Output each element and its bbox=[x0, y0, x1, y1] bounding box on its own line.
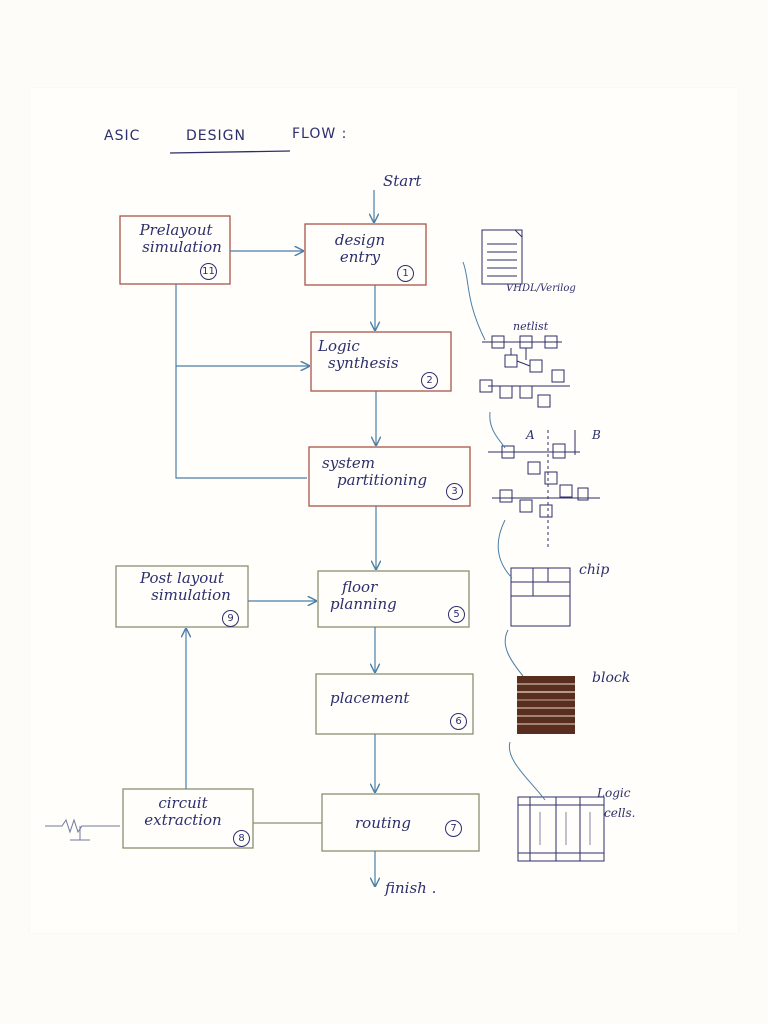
box-system-partitioning bbox=[308, 446, 471, 507]
step-label-line1: Prelayout bbox=[139, 221, 213, 239]
step-label-line2: simulation bbox=[151, 586, 231, 604]
step-label-line1: routing bbox=[355, 814, 411, 832]
step-label-line1: Logic bbox=[318, 337, 360, 355]
step-label-line2: extraction bbox=[144, 811, 222, 829]
step-placement: placement bbox=[330, 690, 450, 707]
step-number-5: 5 bbox=[448, 606, 465, 623]
title-asic: ASIC bbox=[104, 128, 141, 144]
box-postlayout-simulation bbox=[115, 565, 249, 628]
cells-label: cells. bbox=[604, 806, 636, 820]
box-design-entry bbox=[304, 223, 427, 286]
block-layout bbox=[517, 676, 575, 734]
step-number-11: 11 bbox=[200, 263, 217, 280]
partition-schematic bbox=[488, 430, 600, 548]
title-underline bbox=[169, 150, 291, 154]
netlist-schematic bbox=[479, 335, 570, 408]
vhdl-label: VHDL/Verilog bbox=[506, 283, 576, 294]
box-placement bbox=[315, 673, 474, 735]
step-design-entry: design entry bbox=[305, 232, 415, 266]
netlist-label: netlist bbox=[513, 320, 549, 333]
step-routing: routing bbox=[355, 815, 445, 832]
title-design: DESIGN bbox=[186, 128, 246, 144]
logic-label: Logic bbox=[597, 786, 631, 800]
step-label-line1: system bbox=[322, 454, 375, 472]
step-number-8: 8 bbox=[233, 830, 250, 847]
finish-label: finish . bbox=[385, 879, 437, 897]
step-number-9: 9 bbox=[222, 610, 239, 627]
box-prelayout-simulation bbox=[119, 215, 231, 285]
step-number-3: 3 bbox=[446, 483, 463, 500]
paper-sheet bbox=[30, 88, 738, 933]
step-label-line1: design bbox=[334, 231, 386, 249]
box-floor-planning bbox=[317, 570, 470, 628]
step-label-line1: floor bbox=[342, 578, 378, 596]
step-system-partitioning: system partitioning bbox=[322, 455, 452, 489]
step-label-line1: Post layout bbox=[140, 569, 224, 587]
label-a: A bbox=[526, 428, 535, 442]
step-prelayout-simulation: Prelayout simulation bbox=[124, 222, 228, 256]
box-circuit-extraction bbox=[122, 788, 254, 849]
title-flow: FLOW : bbox=[292, 126, 348, 142]
step-number-6: 6 bbox=[450, 713, 467, 730]
start-label: Start bbox=[383, 172, 422, 190]
step-circuit-extraction: circuit extraction bbox=[128, 795, 238, 829]
chip-floorplan bbox=[510, 567, 571, 627]
step-label-line2: entry bbox=[339, 248, 381, 266]
step-logic-synthesis: Logic synthesis bbox=[318, 338, 428, 372]
label-b: B bbox=[592, 428, 601, 442]
step-number-2: 2 bbox=[421, 372, 438, 389]
box-logic-synthesis bbox=[310, 331, 452, 392]
step-label-line1: placement bbox=[330, 689, 410, 707]
step-postlayout-simulation: Post layout simulation bbox=[122, 570, 242, 604]
step-label-line2: simulation bbox=[142, 238, 222, 256]
step-label-line2: synthesis bbox=[328, 354, 399, 372]
step-label-line1: circuit bbox=[158, 794, 208, 812]
chip-label: chip bbox=[579, 562, 610, 578]
line-prelayout-to-partition bbox=[175, 284, 307, 479]
step-label-line2: partitioning bbox=[337, 471, 428, 489]
document-icon bbox=[481, 229, 523, 285]
step-number-1: 1 bbox=[397, 265, 414, 282]
step-label-line2: planning bbox=[330, 595, 397, 613]
block-label: block bbox=[592, 670, 631, 686]
step-floor-planning: floor planning bbox=[330, 579, 440, 613]
logic-cells-grid bbox=[517, 796, 605, 862]
step-number-7: 7 bbox=[445, 820, 462, 837]
